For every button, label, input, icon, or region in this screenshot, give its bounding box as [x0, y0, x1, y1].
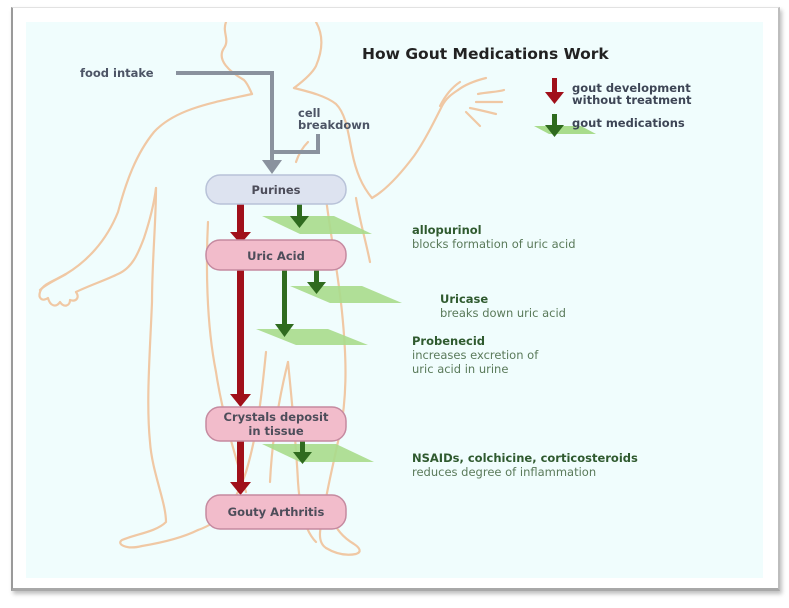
disease-arrow-crystals-to-arthritis [230, 440, 251, 495]
legend: gout development without treatment gout … [534, 78, 692, 137]
legend-item-untreated-line2: without treatment [572, 93, 692, 107]
medication-probenecid: Probenecid increases excretion of uric a… [412, 334, 539, 376]
medication-plane-nsaids [262, 444, 374, 462]
food-intake-label: food intake [80, 66, 154, 80]
cell-breakdown-label-line2: breakdown [298, 118, 370, 132]
cell-breakdown-label-line1: cell [298, 106, 321, 120]
stage-purines: Purines [205, 174, 347, 205]
medication-arrow-probenecid [275, 269, 294, 337]
food-intake-arrowhead [262, 160, 282, 174]
medication-plane-allopurinol [262, 216, 372, 234]
disease-arrow-purines-to-uric [230, 204, 251, 244]
medication-description: blocks formation of uric acid [412, 237, 576, 251]
stage-uric-acid-label: Uric Acid [247, 249, 305, 263]
medication-arrow-allopurinol [290, 204, 309, 228]
medication-plane-probenecid [256, 329, 368, 345]
medication-allopurinol: allopurinol blocks formation of uric aci… [412, 223, 576, 251]
medication-name: Probenecid [412, 334, 485, 348]
stage-gouty-arthritis-label: Gouty Arthritis [228, 505, 325, 519]
medication-description: reduces degree of inflammation [412, 465, 596, 479]
diagram-canvas: How Gout Medications Work gout developme… [26, 22, 763, 578]
medication-arrow-uricase [307, 269, 326, 294]
stage-uric-acid: Uric Acid [205, 239, 347, 271]
medication-description-line2: uric acid in urine [412, 362, 508, 376]
medication-name: allopurinol [412, 223, 482, 237]
stage-crystals-label-line1: Crystals deposit [224, 410, 329, 424]
diagram-title: How Gout Medications Work [362, 45, 609, 63]
legend-item-medications: gout medications [572, 116, 685, 130]
green-arrow-icon [545, 114, 564, 137]
medication-description-line1: increases excretion of [412, 348, 539, 362]
stage-gouty-arthritis: Gouty Arthritis [205, 494, 347, 530]
disease-arrow-uric-to-crystals [230, 269, 251, 407]
stage-crystals-deposit: Crystals deposit in tissue [205, 406, 347, 442]
medication-arrow-nsaids [293, 440, 312, 464]
cell-breakdown-arrow [272, 134, 320, 154]
medication-name: Uricase [440, 292, 488, 306]
legend-item-untreated-line1: gout development [572, 81, 691, 95]
stage-crystals-label-line2: in tissue [248, 424, 303, 438]
red-arrow-icon [545, 78, 564, 104]
medication-uricase: Uricase breaks down uric acid [440, 292, 566, 320]
medication-description: breaks down uric acid [440, 306, 566, 320]
medication-nsaids: NSAIDs, colchicine, corticosteroids redu… [412, 451, 638, 479]
food-intake-arrow [176, 71, 274, 162]
medication-plane-uricase [290, 286, 402, 303]
stage-purines-label: Purines [251, 183, 300, 197]
medication-name: NSAIDs, colchicine, corticosteroids [412, 451, 638, 465]
